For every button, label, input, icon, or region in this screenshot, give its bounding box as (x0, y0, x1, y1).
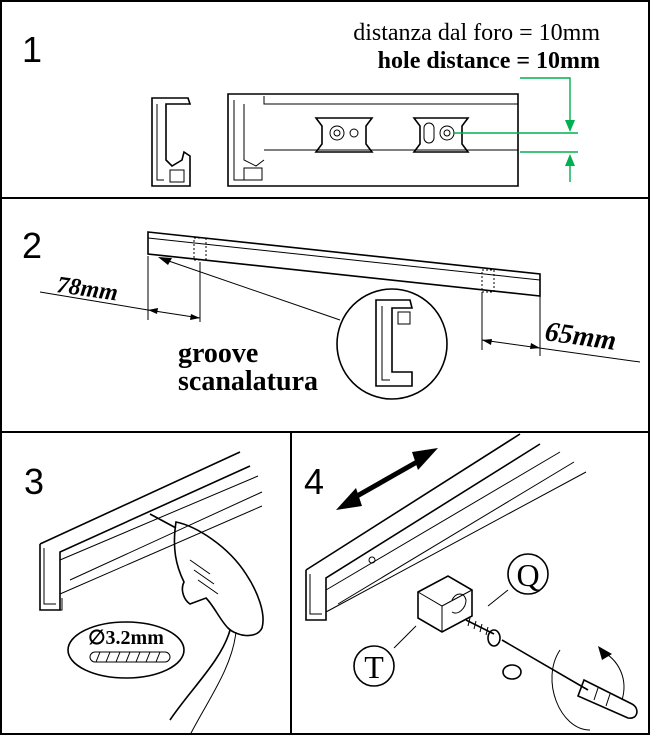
dim-left-label: 78mm (55, 272, 119, 306)
panel-1: 1 distanza dal foro = 10mm hole distance… (22, 20, 600, 187)
groove-label-it: scanalatura (178, 366, 318, 397)
step-number-4: 4 (304, 461, 324, 502)
step-number-2: 2 (22, 225, 42, 266)
label-q: Q (516, 557, 539, 593)
slide-arrow-icon (336, 448, 438, 510)
groove-detail (158, 257, 448, 400)
label-t-circle (353, 645, 395, 687)
dim-right-label: 65mm (543, 316, 618, 357)
bracket-t (417, 575, 473, 633)
groove-label-en: groove (178, 338, 258, 369)
pointer-t (393, 625, 417, 649)
screw-icon (465, 617, 501, 647)
drill-bit-badge: ∅3.2mm (67, 621, 185, 679)
hole-distance-text-it: distanza dal foro = 10mm (353, 20, 600, 46)
label-t: T (364, 649, 384, 685)
drill-size-label: ∅3.2mm (88, 627, 164, 649)
panel-3: 3 ∅3.2mm (24, 451, 264, 735)
long-rail (147, 231, 541, 297)
screwdriver-icon (501, 639, 638, 731)
dimension-65: 65mm (481, 292, 641, 363)
rail-profile-with-bracket (227, 93, 519, 187)
drill-icon (149, 513, 264, 735)
step-number-1: 1 (22, 29, 42, 70)
pointer-q (487, 589, 509, 607)
profile-end-view (151, 97, 192, 187)
panel-2: 2 78mm 65mm (22, 225, 641, 400)
panel-4: 4 T Q (304, 433, 638, 731)
wall-plug-icon (502, 664, 522, 680)
hole-distance-guides (454, 77, 578, 182)
dimension-78: 78mm (39, 256, 201, 322)
rail-perspective-3 (39, 451, 263, 611)
step-number-3: 3 (24, 461, 44, 502)
label-q-circle (507, 553, 549, 595)
hole-distance-text-en: hole distance = 10mm (378, 48, 600, 74)
rail-perspective-4 (305, 433, 587, 621)
